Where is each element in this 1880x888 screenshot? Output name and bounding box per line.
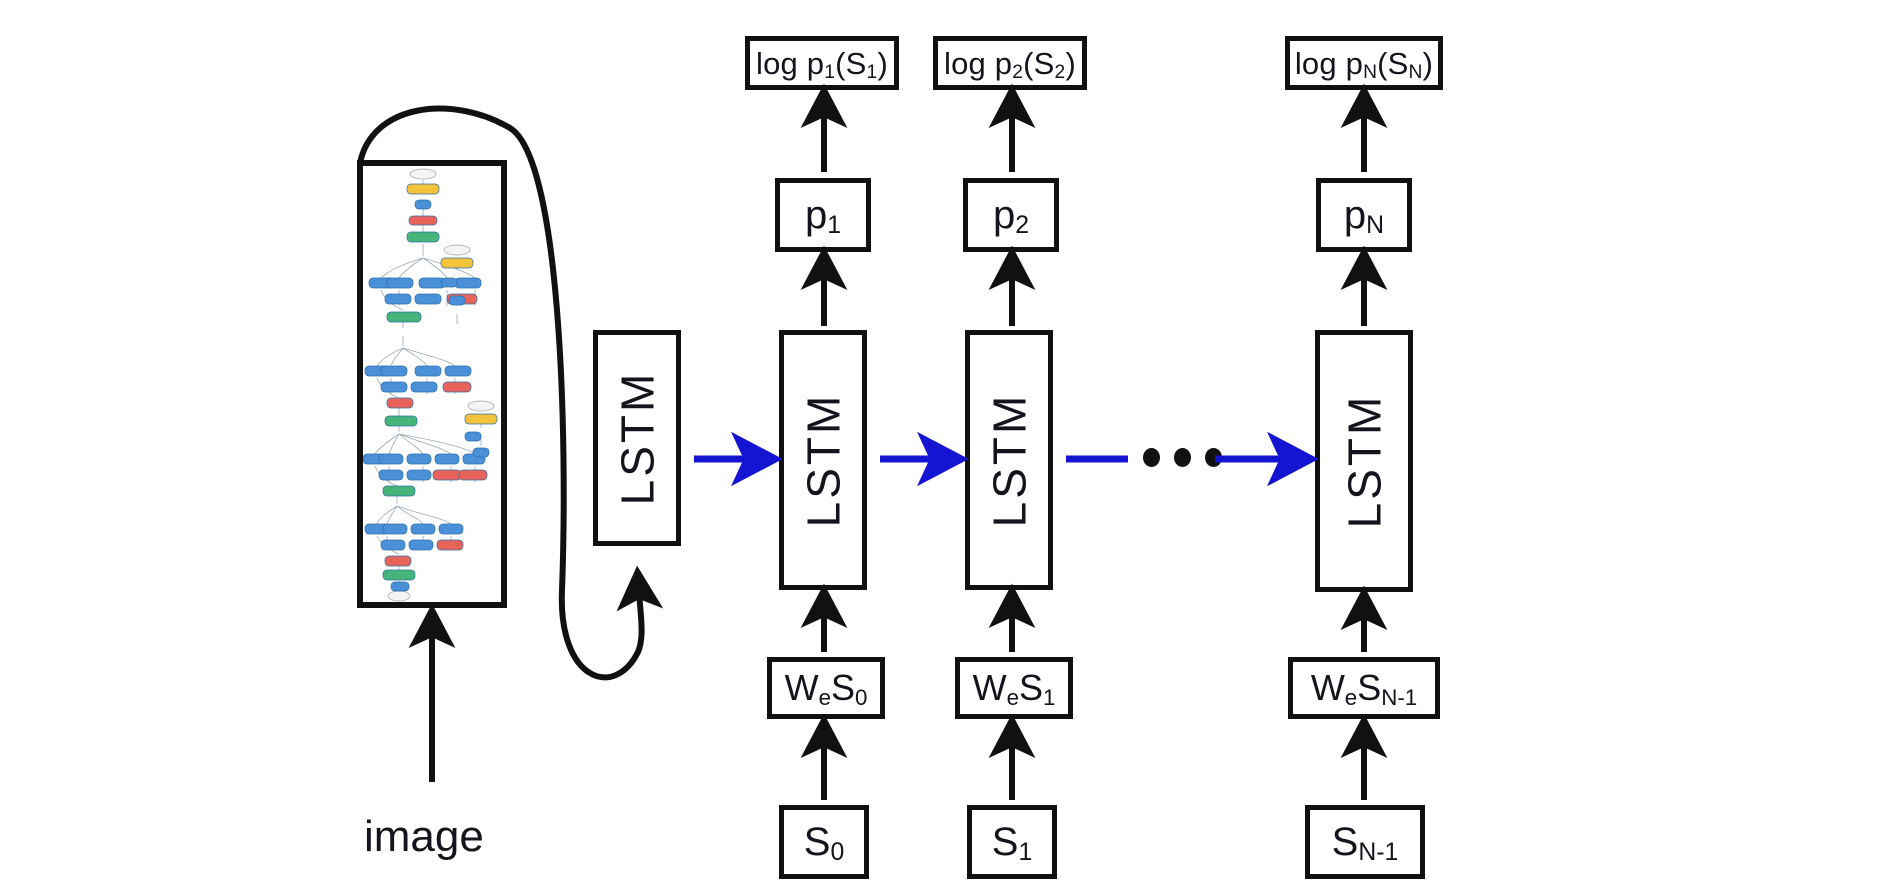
word-box-t2[interactable]: S1 xyxy=(967,805,1057,879)
log-prob-box-tN[interactable]: log pN(SN) xyxy=(1285,36,1443,90)
log-prob-box-t2[interactable]: log p2(S2) xyxy=(933,36,1087,90)
log-prob-label-tN: log pN(SN) xyxy=(1294,45,1434,83)
log-prob-box-t1[interactable]: log p1(S1) xyxy=(745,36,899,90)
prob-label-t1: p1 xyxy=(804,193,842,240)
lstm-label-t1: LSTM xyxy=(797,392,849,528)
image-caption: image xyxy=(364,812,484,861)
ellipsis-dot-3 xyxy=(1205,448,1222,467)
encoder-lstm-label: LSTM xyxy=(611,370,663,506)
embedding-label-t1: WeS0 xyxy=(784,667,868,710)
prob-box-t1[interactable]: p1 xyxy=(775,178,871,252)
ellipsis-dot-1 xyxy=(1143,448,1160,467)
deep-cnn-inception-graph xyxy=(363,168,498,602)
ellipsis-dots xyxy=(1143,448,1222,467)
ellipsis-dot-2 xyxy=(1174,448,1191,467)
prob-box-tN[interactable]: pN xyxy=(1316,178,1412,252)
lstm-box-tN[interactable]: LSTM xyxy=(1315,330,1413,592)
lstm-label-tN: LSTM xyxy=(1338,393,1390,529)
word-box-t1[interactable]: S0 xyxy=(779,805,869,879)
word-label-t1: S0 xyxy=(803,820,845,867)
embedding-box-t2[interactable]: WeS1 xyxy=(955,657,1073,719)
prob-label-t2: p2 xyxy=(992,193,1030,240)
lstm-box-t2[interactable]: LSTM xyxy=(965,330,1053,590)
word-box-tN[interactable]: SN-1 xyxy=(1305,805,1425,879)
lstm-box-t1[interactable]: LSTM xyxy=(779,330,867,590)
word-label-tN: SN-1 xyxy=(1331,820,1399,867)
embedding-label-tN: WeSN-1 xyxy=(1310,667,1418,710)
embedding-box-t1[interactable]: WeS0 xyxy=(767,657,885,719)
log-prob-label-t2: log p2(S2) xyxy=(944,45,1076,83)
word-label-t2: S1 xyxy=(991,820,1033,867)
prob-box-t2[interactable]: p2 xyxy=(963,178,1059,252)
encoder-lstm-box[interactable]: LSTM xyxy=(593,330,681,546)
prob-label-tN: pN xyxy=(1343,193,1385,240)
log-prob-label-t1: log p1(S1) xyxy=(756,45,888,83)
embedding-box-tN[interactable]: WeSN-1 xyxy=(1288,657,1440,719)
embedding-label-t2: WeS1 xyxy=(972,667,1056,710)
cnn-nodes xyxy=(363,168,498,602)
lstm-label-t2: LSTM xyxy=(983,392,1035,528)
cnn-image-frame xyxy=(357,160,507,608)
